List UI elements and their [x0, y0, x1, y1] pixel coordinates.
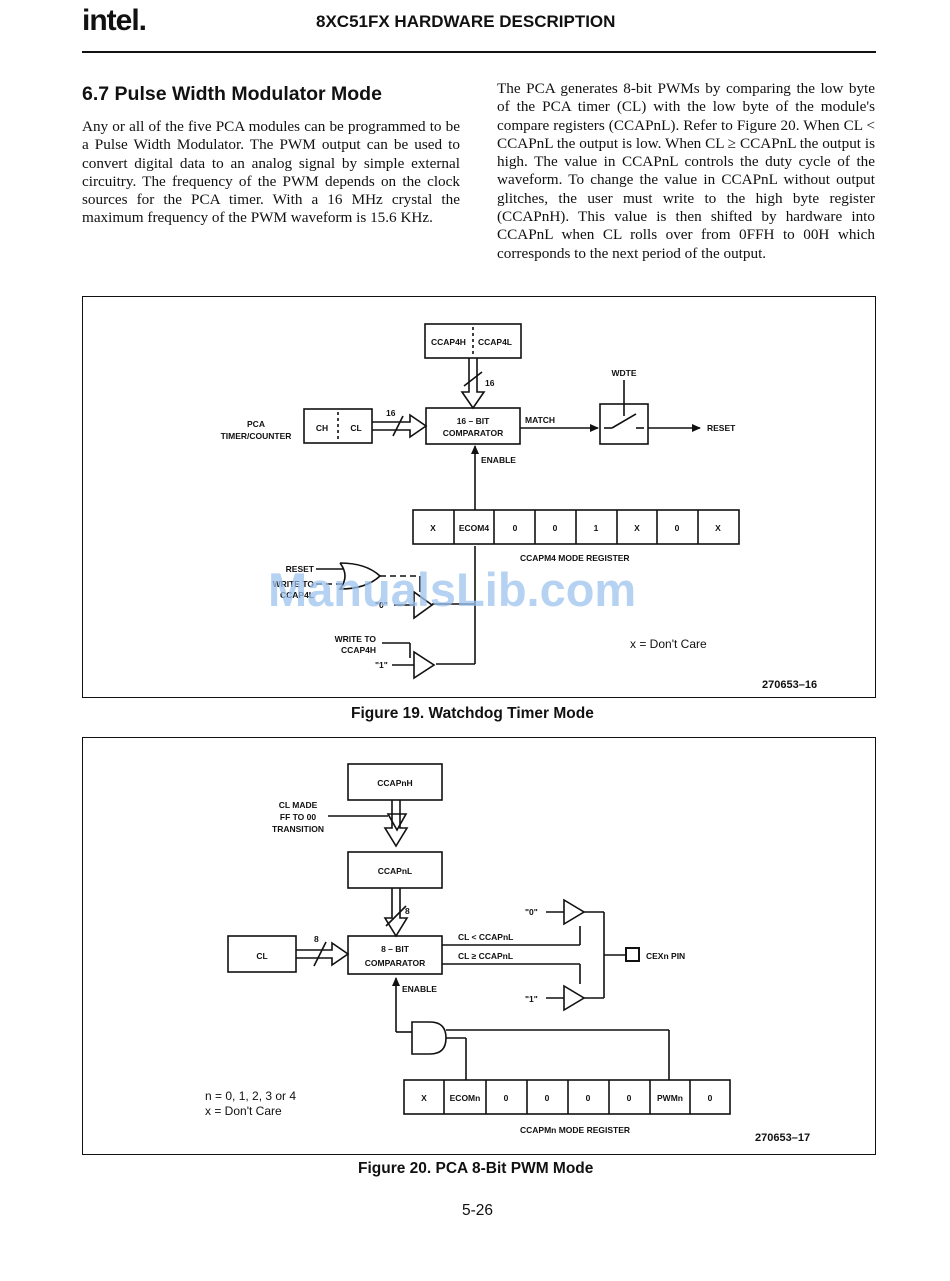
fig19-pca-timer-register	[303, 408, 373, 444]
paragraph-left: Any or all of the five PCA modules can b…	[82, 118, 460, 227]
fig19-bus-arrow-right	[372, 413, 428, 439]
fig19-reset-input-label: RESET	[286, 564, 315, 574]
fig19-or-gate	[338, 562, 382, 590]
fig20-mode-bit-3: 0	[545, 1093, 550, 1103]
fig19-write-ccap4h-label-2: CCAP4H	[341, 645, 376, 655]
fig19-cl-label: CL	[350, 423, 361, 433]
fig19-bus-width-top: 16	[485, 378, 495, 388]
fig20-reference-number: 270653–17	[755, 1132, 810, 1144]
fig19-reset-output-label: RESET	[707, 423, 736, 433]
fig20-pin-label: CEXn PIN	[646, 951, 685, 961]
fig20-mode-bit-4: 0	[586, 1093, 591, 1103]
fig19-buffer-one	[413, 650, 436, 680]
fig19-mode-bit-5: X	[634, 523, 640, 533]
fig20-mode-bit-1: ECOMn	[450, 1093, 481, 1103]
fig20-bus-width-left: 8	[314, 934, 319, 944]
intel-logo: intel.	[82, 4, 147, 37]
fig19-ccap4-register	[424, 323, 522, 359]
fig20-dont-care-note: x = Don't Care	[205, 1104, 282, 1118]
fig19-mode-register	[412, 509, 740, 545]
fig19-comparator-label-2: COMPARATOR	[443, 428, 503, 438]
figure-19-frame	[82, 296, 876, 698]
fig20-and-gate	[411, 1021, 447, 1055]
fig19-write-ccap4l-label-2: CCAP4L	[280, 590, 314, 600]
paragraph-right: The PCA generates 8-bit PWMs by comparin…	[497, 80, 875, 262]
fig19-mode-bit-0: X	[430, 523, 436, 533]
fig19-mode-bit-6: 0	[675, 523, 680, 533]
fig19-mode-bit-7: X	[715, 523, 721, 533]
fig19-reference-number: 270653–16	[762, 679, 817, 691]
fig20-mode-register-label: CCAPMn MODE REGISTER	[520, 1125, 630, 1135]
fig20-bus-arrow-right	[296, 941, 350, 967]
fig19-mode-bit-1: ECOM4	[459, 523, 490, 533]
fig19-match-label: MATCH	[525, 415, 555, 425]
fig20-cl-made-label-1: CL MADE	[279, 800, 318, 810]
fig20-bus-arrow-ccapnl	[383, 888, 409, 938]
fig20-zero-label: "0"	[525, 907, 538, 917]
fig19-wdte-label: WDTE	[611, 368, 636, 378]
section-heading: 6.7 Pulse Width Modulator Mode	[82, 83, 382, 105]
fig20-cl-made-label-3: TRANSITION	[272, 824, 324, 834]
fig19-ch-label: CH	[316, 423, 328, 433]
fig19-write-ccap4l-label-1: WRITE TO	[273, 579, 315, 589]
fig19-mode-bit-2: 0	[513, 523, 518, 533]
fig20-bus-width-top: 8	[405, 906, 410, 916]
fig20-comparator-label-2: COMPARATOR	[365, 958, 425, 968]
fig19-ccap4l-label: CCAP4L	[478, 337, 512, 347]
figure-19-caption: Figure 19. Watchdog Timer Mode	[351, 705, 594, 722]
figure-20-caption: Figure 20. PCA 8-Bit PWM Mode	[358, 1160, 594, 1177]
fig19-ccap4h-label: CCAP4H	[431, 337, 466, 347]
fig20-ccapnh-register	[347, 763, 443, 801]
fig20-mode-bit-7: 0	[708, 1093, 713, 1103]
fig19-dont-care-note: x = Don't Care	[630, 637, 707, 651]
fig20-n-values-note: n = 0, 1, 2, 3 or 4	[205, 1089, 296, 1103]
fig20-cl-label: CL	[256, 951, 267, 961]
fig20-mode-bit-2: 0	[504, 1093, 509, 1103]
fig19-pca-label-2: TIMER/COUNTER	[221, 431, 292, 441]
fig20-buffer-one	[563, 984, 586, 1012]
fig20-ccapnl-label: CCAPnL	[378, 866, 412, 876]
header-rule	[82, 51, 876, 53]
fig19-enable-label: ENABLE	[481, 455, 516, 465]
fig19-comparator-label-1: 16 – BIT	[457, 416, 490, 426]
fig20-comparator	[347, 935, 443, 975]
fig20-cexn-pin-box	[625, 947, 640, 962]
fig20-cl-made-label-2: FF TO 00	[280, 812, 316, 822]
fig19-comparator	[425, 407, 521, 445]
fig19-mode-register-label: CCAPM4 MODE REGISTER	[520, 553, 630, 563]
fig19-zero-label: "0"	[375, 600, 388, 610]
fig20-mode-bit-5: 0	[627, 1093, 632, 1103]
fig19-pca-label-1: PCA	[247, 419, 265, 429]
fig20-ccapnh-label: CCAPnH	[377, 778, 412, 788]
fig20-transition-gate	[386, 813, 408, 832]
fig20-mode-bit-6: PWMn	[657, 1093, 683, 1103]
fig19-bus-arrow-down	[460, 358, 486, 410]
fig20-mode-bit-0: X	[421, 1093, 427, 1103]
figure-20-frame	[82, 737, 876, 1155]
fig19-bus-width-left: 16	[386, 408, 396, 418]
fig20-cond-less-label: CL < CCAPnL	[458, 932, 513, 942]
fig19-write-ccap4h-label-1: WRITE TO	[335, 634, 377, 644]
fig20-cl-register	[227, 935, 297, 973]
fig20-ccapnl-register	[347, 851, 443, 889]
fig20-cond-ge-label: CL ≥ CCAPnL	[458, 951, 513, 961]
fig20-mode-register	[403, 1079, 731, 1115]
page-number: 5-26	[462, 1202, 494, 1219]
fig20-buffer-zero	[563, 898, 586, 926]
fig19-one-label: "1"	[375, 660, 388, 670]
fig20-comparator-label-1: 8 – BIT	[381, 944, 410, 954]
fig19-mode-bit-3: 0	[553, 523, 558, 533]
fig20-enable-label: ENABLE	[402, 984, 437, 994]
fig20-bus-arrow-ccapnh	[383, 800, 409, 848]
fig20-one-label: "1"	[525, 994, 538, 1004]
watermark: ManualsLib.com	[268, 563, 636, 616]
document-title: 8XC51FX HARDWARE DESCRIPTION	[316, 12, 616, 31]
fig19-mode-bit-4: 1	[594, 523, 599, 533]
